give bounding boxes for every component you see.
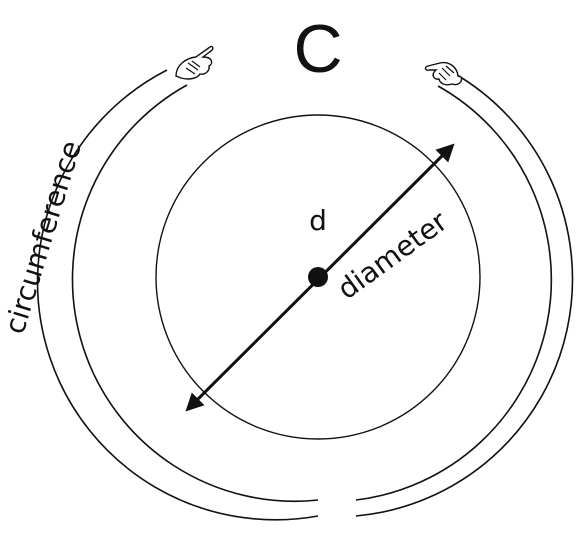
- circumference-band-right-outer: [356, 72, 573, 516]
- center-label-d: d: [309, 204, 327, 237]
- pointing-hand-left-icon: [176, 46, 213, 79]
- circumference-band-right-inner: [356, 86, 551, 500]
- title-letter-c: C: [293, 11, 342, 87]
- pointing-hand-right-icon: [425, 63, 461, 85]
- circumference-band-left-inner: [72, 85, 318, 501]
- diameter-label: diameter: [331, 204, 453, 306]
- center-point: [308, 267, 328, 287]
- circumference-band-left-outer: [38, 70, 318, 520]
